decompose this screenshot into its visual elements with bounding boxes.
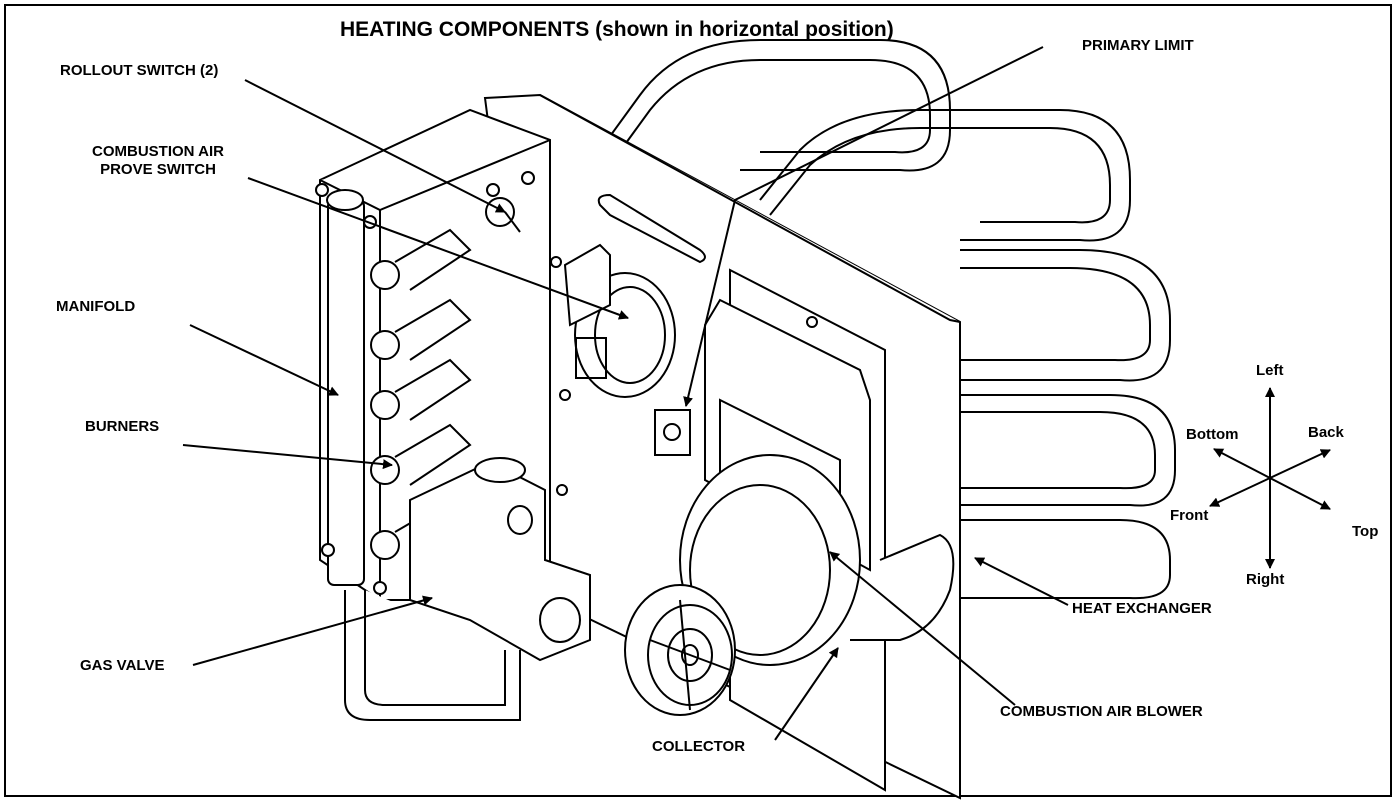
gas-valve bbox=[409, 457, 591, 662]
compass-right: Right bbox=[1246, 571, 1285, 588]
label-manifold: MANIFOLD bbox=[56, 298, 136, 315]
manifold bbox=[326, 189, 521, 721]
label-collector: COLLECTOR bbox=[652, 738, 746, 755]
diagram-title: HEATING COMPONENTS (shown in horizontal … bbox=[340, 18, 894, 41]
compass-bottom: Bottom bbox=[1186, 426, 1239, 443]
label-combustion-air-blower: COMBUSTION AIR BLOWER bbox=[1000, 703, 1203, 720]
compass-left: Left bbox=[1256, 362, 1284, 379]
compass-back: Back bbox=[1308, 424, 1344, 441]
diagram-frame bbox=[4, 4, 1392, 797]
prove-switch bbox=[563, 243, 611, 327]
label-burners: BURNERS bbox=[85, 418, 160, 435]
combustion-air-blower bbox=[624, 454, 955, 716]
compass-front: Front bbox=[1170, 507, 1209, 524]
bolts bbox=[315, 183, 818, 595]
label-gas-valve: GAS VALVE bbox=[80, 657, 165, 674]
label-combustion-air-prove-switch: COMBUSTION AIR PROVE SWITCH bbox=[60, 143, 256, 179]
primary-limit bbox=[654, 409, 691, 456]
label-prove-switch-line2: PROVE SWITCH bbox=[100, 161, 216, 178]
compass-top: Top bbox=[1352, 523, 1379, 540]
orientation-compass bbox=[1209, 387, 1331, 569]
label-heat-exchanger: HEAT EXCHANGER bbox=[1072, 600, 1212, 617]
label-prove-switch-line1: COMBUSTION AIR bbox=[92, 143, 224, 160]
panel-slots bbox=[574, 193, 706, 398]
heat-exchanger bbox=[599, 39, 1176, 600]
leader-lines bbox=[182, 46, 1069, 741]
label-primary-limit: PRIMARY LIMIT bbox=[1082, 37, 1194, 54]
label-rollout-switch: ROLLOUT SWITCH (2) bbox=[60, 62, 219, 79]
